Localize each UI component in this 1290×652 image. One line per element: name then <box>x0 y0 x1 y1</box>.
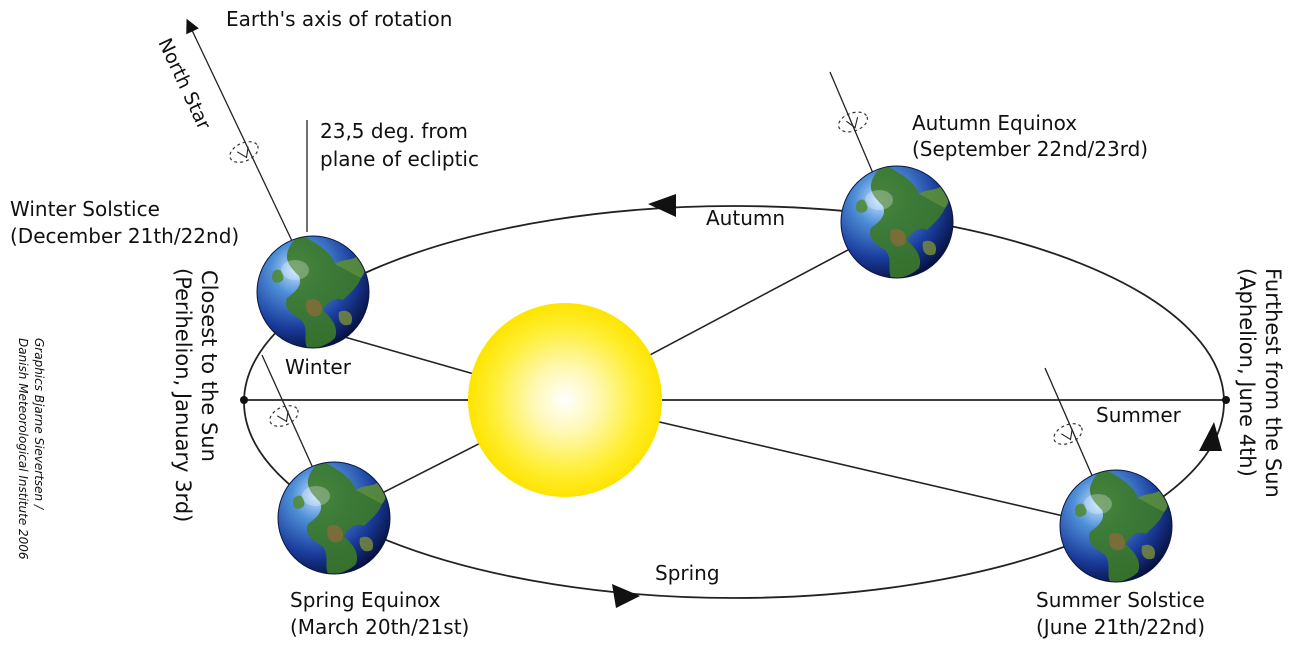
spring-rotation-symbol <box>266 400 302 432</box>
autumn-equinox-date: (September 22nd/23rd) <box>912 137 1148 161</box>
season-winter-label: Winter <box>285 355 352 379</box>
perihelion-label-line2: (Perihelion, January 3rd) <box>171 268 195 522</box>
spring-equinox-title: Spring Equinox <box>290 588 441 612</box>
spring-arrowhead <box>612 584 640 608</box>
spring-earth <box>278 462 390 575</box>
season-summer-label: Summer <box>1096 403 1182 427</box>
credit-line2: Danish Meteorological Institute 2006 <box>16 338 30 560</box>
aphelion-point <box>1222 396 1230 404</box>
winter-rotation-symbol <box>226 136 262 168</box>
spring-equinox-date: (March 20th/21st) <box>290 615 469 639</box>
perihelion-point <box>240 396 248 404</box>
autumn-earth <box>841 166 953 279</box>
autumn-equinox-title: Autumn Equinox <box>912 111 1077 135</box>
north-star-label: North Star <box>153 35 214 133</box>
aphelion-label-line2: (Aphelion, June 4th) <box>1235 268 1259 477</box>
aphelion-label-line1: Furthest from the Sun <box>1261 268 1285 498</box>
autumn-arrowhead <box>648 194 676 217</box>
summer-rotation-symbol <box>1050 418 1086 450</box>
season-spring-label: Spring <box>655 561 720 585</box>
tilt-label-line2: plane of ecliptic <box>320 147 479 171</box>
winter-solstice-date: (December 21th/22nd) <box>10 224 239 248</box>
axis-rotation-label: Earth's axis of rotation <box>226 7 452 31</box>
winter-earth <box>257 236 369 349</box>
credit-line1: Graphics Bjarne Sievertsen / <box>32 338 46 511</box>
summer-solstice-date: (June 21th/22nd) <box>1036 615 1205 639</box>
season-autumn-label: Autumn <box>706 206 785 230</box>
summer-earth <box>1060 470 1172 583</box>
perihelion-label-line1: Closest to the Sun <box>197 270 221 462</box>
autumn-rotation-symbol <box>835 107 871 137</box>
tilt-label-line1: 23,5 deg. from <box>320 119 468 143</box>
summer-arrowhead <box>1199 422 1222 451</box>
summer-solstice-title: Summer Solstice <box>1036 588 1205 612</box>
sun <box>468 303 662 497</box>
winter-solstice-title: Winter Solstice <box>10 197 160 221</box>
